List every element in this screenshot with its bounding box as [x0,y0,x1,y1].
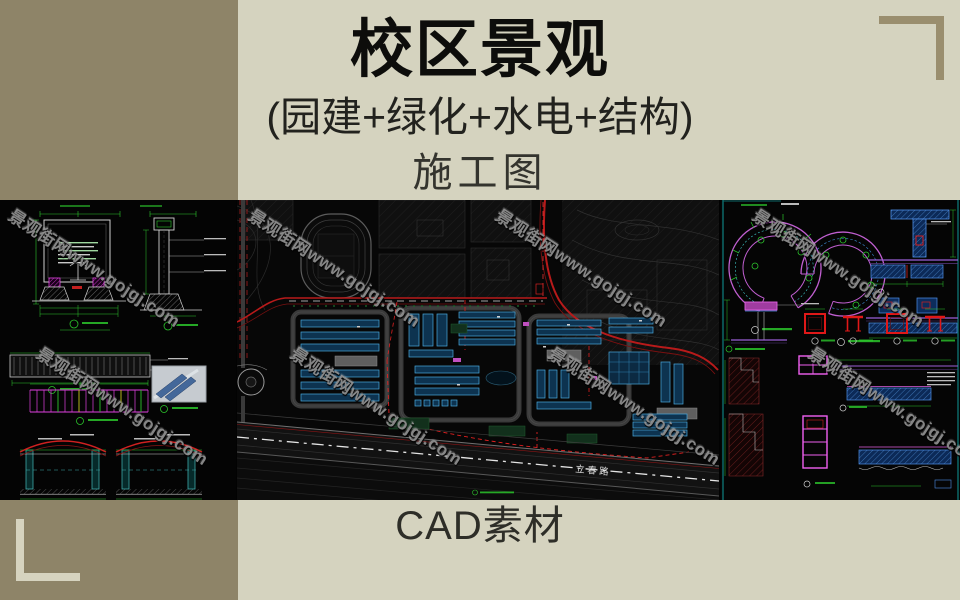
footer-label: CAD素材 [395,504,565,548]
main-title: 校区景观 [350,15,610,85]
campus-buildings [300,311,698,437]
bottom-left-corner-bracket [16,519,80,581]
top-left-color-block [0,0,238,200]
shed-elevation-right [115,434,203,500]
post-cap-detail [724,299,819,353]
campus-accents [293,305,642,444]
top-right-corner-bracket [879,16,944,80]
stair-section-details [724,357,764,477]
cad-preview-band: 立春路 [0,200,960,500]
bottom-left-color-block [0,500,238,600]
column-section-detail [140,211,226,331]
shed-elevation-left [19,434,107,500]
boulevard-road: 立春路 [237,412,719,500]
plan-legend-note [472,489,514,496]
running-track [300,213,372,299]
pergola-3d-thumbnail [151,365,207,413]
gate-section-detail [32,205,162,331]
beam-section-detail-top [869,209,958,296]
subtitle: (园建+绿化+水电+结构) [266,94,694,140]
pergola-plan-grid [29,383,149,425]
roundabout [237,364,268,396]
cad-panel-details-left [0,200,236,500]
road-label: 立春路 [575,463,612,478]
cad-panel-site-plan: 立春路 [237,200,719,500]
cad-panel-details-right [721,200,960,500]
terrain-contours-east [562,200,719,365]
railing-plan-details [798,355,958,469]
column-footing-details-red [804,308,955,345]
curved-pergola-plan-1 [728,203,822,334]
drawing-type-label: 施工图 [412,151,548,195]
wall-section-details-blue [803,372,955,489]
